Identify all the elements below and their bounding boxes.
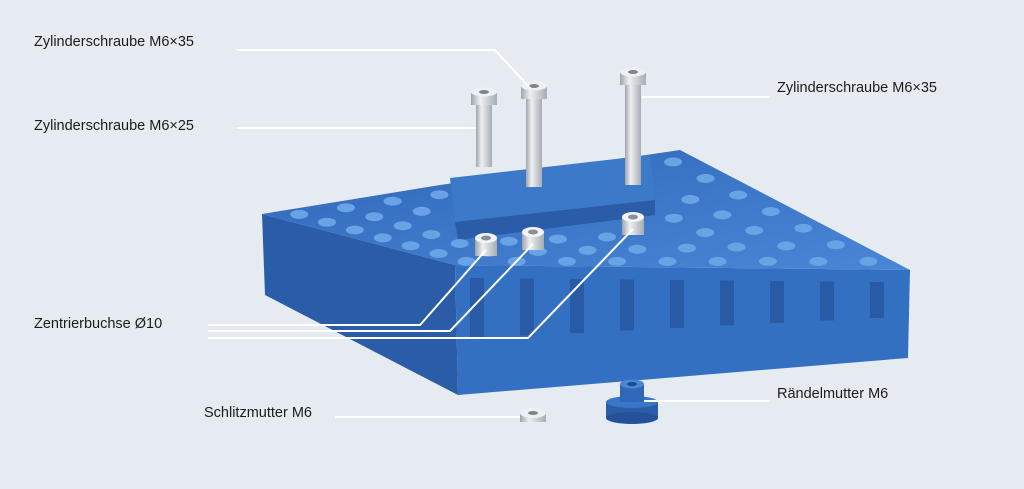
plate-hole	[336, 203, 355, 213]
plate-hole	[809, 256, 828, 266]
label-screw-m6x35-right: Zylinderschraube M6×35	[777, 80, 937, 96]
plate-hole	[422, 230, 441, 240]
plate-hole	[412, 206, 431, 216]
centering-bushing-3	[622, 212, 644, 235]
plate-hole	[318, 217, 336, 227]
plate-hole	[499, 236, 518, 246]
plate-hole	[727, 242, 746, 252]
plate-hole	[681, 194, 700, 204]
label-screw-m6x35-top: Zylinderschraube M6×35	[34, 34, 194, 50]
plate-hole	[373, 233, 392, 243]
leader-bushing-2	[208, 243, 534, 332]
knurled-nut-m6	[606, 379, 658, 424]
leader-lines	[208, 49, 770, 418]
plate-hole	[761, 207, 780, 217]
front-slot	[670, 280, 684, 328]
cap-screw-m6x25	[471, 87, 497, 167]
front-slot	[820, 281, 834, 321]
plate-hole	[557, 256, 576, 266]
plate-hole	[794, 223, 813, 233]
centering-bushing-1	[475, 233, 497, 256]
plate-hole	[729, 190, 748, 200]
plate-hole	[608, 256, 627, 266]
front-slot	[570, 279, 584, 333]
cap-screw-m6x35-left	[521, 81, 547, 187]
plate-hole	[758, 256, 777, 266]
label-knurled-nut: Rändelmutter M6	[777, 386, 889, 402]
plate-hole	[826, 240, 845, 250]
plate-hole	[290, 209, 309, 219]
plate-hole	[677, 243, 696, 253]
front-slot	[520, 278, 534, 336]
plate-hole	[393, 221, 412, 231]
plate-hole	[450, 239, 469, 248]
plate-hole	[859, 256, 878, 266]
plate-hole	[658, 256, 677, 266]
front-slot	[870, 282, 884, 318]
plate-hole	[457, 256, 476, 266]
plate-front-face	[455, 265, 910, 395]
plate-hole	[745, 225, 764, 235]
plate-hole	[430, 190, 449, 200]
plate-hole	[696, 173, 715, 183]
plate-hole	[383, 196, 402, 206]
raised-block-top	[450, 155, 655, 222]
plate-hole	[598, 232, 616, 242]
front-slot	[720, 280, 734, 326]
leader-bushing-3	[208, 228, 634, 339]
plate-left-face	[262, 214, 458, 395]
plate-hole	[345, 225, 364, 235]
raised-block-front	[455, 200, 655, 240]
label-centering-bushing: Zentrierbuchse Ø10	[34, 316, 163, 332]
plate-hole	[713, 210, 732, 220]
label-screw-m6x25: Zylinderschraube M6×25	[34, 118, 194, 134]
slot-nut-m6	[520, 408, 546, 422]
front-slot	[470, 278, 484, 338]
leader-screw-35-top	[237, 49, 531, 89]
side-slots	[470, 278, 884, 338]
plate-hole	[664, 213, 683, 223]
plate-hole	[429, 249, 448, 258]
leader-bushing-1	[208, 249, 487, 326]
plate-hole	[365, 212, 384, 222]
base-plate	[262, 150, 910, 395]
plate-hole	[708, 256, 727, 266]
plate-hole	[664, 157, 683, 167]
cap-screw-m6x35-right	[620, 67, 646, 185]
plate-hole	[548, 234, 567, 244]
centering-bushing-2	[522, 227, 544, 250]
label-slot-nut: Schlitzmutter M6	[204, 405, 312, 421]
front-slot	[620, 279, 634, 331]
plate-hole	[578, 245, 597, 255]
front-slot	[770, 281, 784, 323]
plate-hole	[696, 228, 715, 238]
plate-holes	[290, 157, 878, 266]
plate-hole	[401, 241, 420, 251]
plate-hole	[777, 241, 796, 251]
plate-hole	[628, 244, 647, 254]
